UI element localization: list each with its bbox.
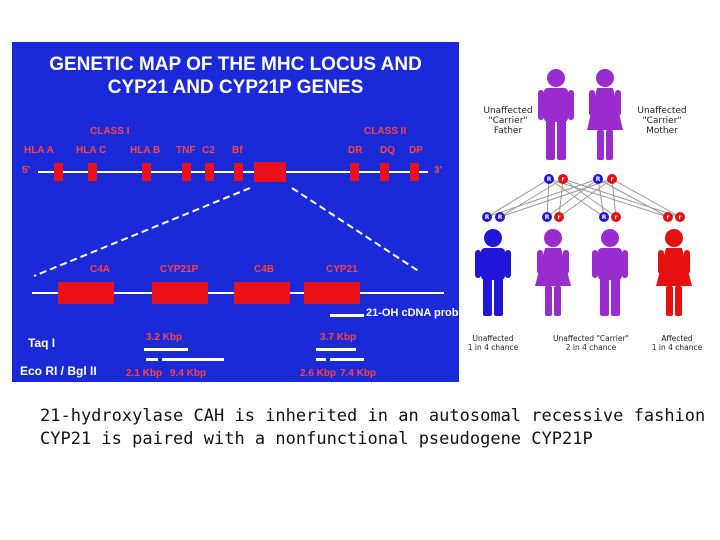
fragment-label-3-2-kbp: 3.2 Kbp xyxy=(146,332,183,343)
probe-label: 21-OH cDNA probe xyxy=(366,307,465,319)
father-figure xyxy=(538,69,574,160)
caption-line1: 21-hydroxylase CAH is inherited in an au… xyxy=(40,406,706,426)
gene-block-dp xyxy=(410,163,419,181)
eco-label: Eco RI / Bgl II xyxy=(20,364,97,378)
five-prime-label: 5' xyxy=(22,165,30,176)
gene-block-c2 xyxy=(205,163,214,181)
allele-child2-b xyxy=(554,212,564,222)
allele-child2-a-text: R xyxy=(545,214,550,221)
gene-block-dq xyxy=(380,163,389,181)
allele-father-R xyxy=(544,174,554,184)
class2-label: CLASS II xyxy=(364,126,407,137)
gene-block-cyp21 xyxy=(304,282,360,304)
child-carrier-label-line1: Unaffected "Carrier" xyxy=(553,334,629,343)
gene-block-tnf xyxy=(182,163,191,181)
allele-father-R-text: R xyxy=(547,176,552,183)
gene-label-tnf: TNF xyxy=(176,145,196,156)
allele-child2-a xyxy=(542,212,552,222)
fragment-label-3-7-kbp: 3.7 Kbp xyxy=(320,332,357,343)
gene-label-c4a: C4A xyxy=(90,264,111,275)
child1-label-line2: 1 in 4 chance xyxy=(467,343,519,352)
gene-block-c4a xyxy=(58,282,114,304)
gene-label-hla-b: HLA B xyxy=(130,145,161,156)
gene-block-c4-cyp21-cluster xyxy=(254,162,286,182)
gene-block-hla-c xyxy=(88,163,97,181)
gene-block-dr xyxy=(350,163,359,181)
gene-label-bf: Bf xyxy=(232,145,243,156)
allele-father-r xyxy=(558,174,568,184)
zoom-dashed-lines xyxy=(33,187,421,277)
allele-child1-b xyxy=(495,212,505,222)
gene-label-dr: DR xyxy=(348,145,363,156)
gene-label-hla-a: HLA A xyxy=(24,145,54,156)
allele-child4-b-text: r xyxy=(679,214,682,221)
gene-block-hla-b xyxy=(142,163,151,181)
child-carrier-label-line2: 2 in 4 chance xyxy=(565,343,617,352)
genetic-map-panel: GENETIC MAP OF THE MHC LOCUS AND CYP21 A… xyxy=(12,42,465,382)
child-carrier-figure-1 xyxy=(535,229,571,316)
gene-block-hla-a xyxy=(54,163,63,181)
pedigree-lines xyxy=(486,178,681,218)
allele-child3-b-text: r xyxy=(615,214,618,221)
child4-label-line1: Affected xyxy=(661,334,693,343)
caption-line2: CYP21 is paired with a nonfunctional pse… xyxy=(40,429,593,449)
father-label-line3: Father xyxy=(493,126,523,136)
gene-label-c4b: C4B xyxy=(254,264,275,275)
child4-label-line2: 1 in 4 chance xyxy=(651,343,703,352)
fragment-bar-2-1-kbp xyxy=(146,358,158,361)
fragment-bar-7-4-kbp xyxy=(330,358,364,361)
allele-child2-b-text: r xyxy=(558,214,561,221)
allele-father-r-text: r xyxy=(562,176,565,183)
allele-child4-b xyxy=(675,212,685,222)
allele-child3-a xyxy=(599,212,609,222)
chromosome-line xyxy=(38,171,428,173)
child-carrier-figure-2 xyxy=(592,229,628,316)
taq-label: Taq I xyxy=(28,336,56,350)
gene-block-c4b xyxy=(234,282,290,304)
gene-label-hla-c: HLA C xyxy=(76,145,107,156)
gene-label-cyp21: CYP21 xyxy=(326,264,358,275)
three-prime-label: 3' xyxy=(434,165,442,176)
gene-block-bf xyxy=(234,163,243,181)
mother-figure xyxy=(587,69,623,160)
gene-label-dp: DP xyxy=(409,145,423,156)
allele-child3-a-text: R xyxy=(602,214,607,221)
allele-child4-a xyxy=(663,212,673,222)
gene-label-dq: DQ xyxy=(380,145,395,156)
fragment-label-9-4-kbp: 9.4 Kbp xyxy=(170,368,207,379)
allele-child1-b-text: R xyxy=(498,214,503,221)
mother-label-line1: Unaffected xyxy=(637,106,687,116)
allele-mother-R xyxy=(593,174,603,184)
child-unaffected-figure xyxy=(475,229,511,316)
mother-label-line3: Mother xyxy=(646,126,678,136)
class1-label: CLASS I xyxy=(90,126,130,137)
fragment-bar-2-6-kbp xyxy=(316,358,326,361)
pedigree-drawing: R r R r R R R r R r r r xyxy=(475,69,692,316)
probe-bar xyxy=(330,314,364,317)
fragment-label-7-4-kbp: 7.4 Kbp xyxy=(340,368,377,379)
allele-mother-r-text: r xyxy=(611,176,614,183)
allele-child1-a xyxy=(482,212,492,222)
child1-label-line1: Unaffected xyxy=(472,334,514,343)
map-title-line2: CYP21 AND CYP21P GENES xyxy=(107,77,364,98)
gene-block-cyp21p xyxy=(152,282,208,304)
fragment-label-2-6-kbp: 2.6 Kbp xyxy=(300,368,337,379)
allele-mother-r xyxy=(607,174,617,184)
map-title-line1: GENETIC MAP OF THE MHC LOCUS AND xyxy=(49,54,422,75)
allele-mother-R-text: R xyxy=(596,176,601,183)
gene-label-cyp21p: CYP21P xyxy=(160,264,199,275)
mother-label-line2: "Carrier" xyxy=(642,116,682,126)
father-label-line1: Unaffected xyxy=(483,106,533,116)
fragment-bar-3-7-kbp xyxy=(316,348,356,351)
fragment-bar-9-4-kbp xyxy=(162,358,224,361)
fragment-bar-3-2-kbp xyxy=(144,348,188,351)
gene-label-c2: C2 xyxy=(202,145,215,156)
allele-child3-b xyxy=(611,212,621,222)
child-affected-figure xyxy=(656,229,692,316)
allele-child1-a-text: R xyxy=(485,214,490,221)
allele-child4-a-text: r xyxy=(667,214,670,221)
father-label-line2: "Carrier" xyxy=(488,116,528,126)
fragment-label-2-1-kbp: 2.1 Kbp xyxy=(126,368,163,379)
